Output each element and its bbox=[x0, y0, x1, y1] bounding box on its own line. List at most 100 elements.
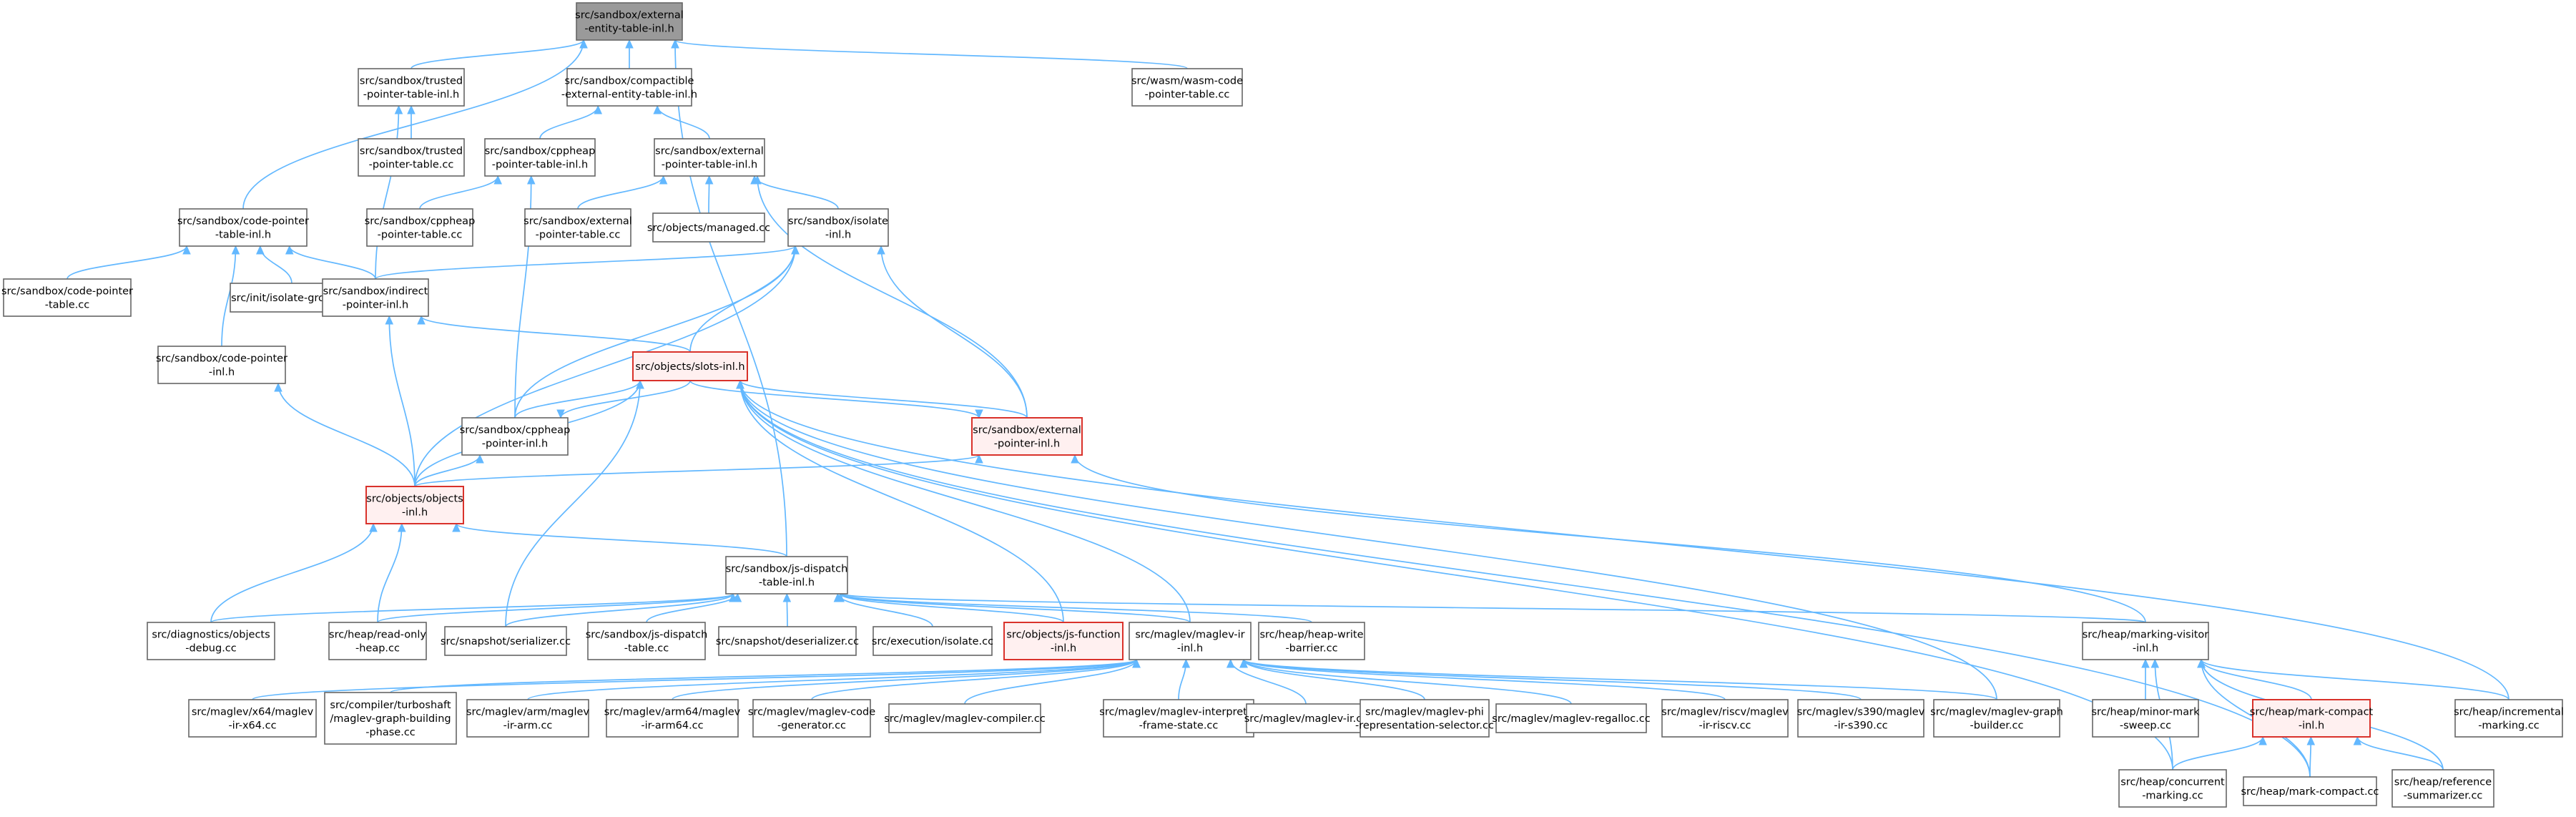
dependency-edge bbox=[672, 659, 1137, 700]
graph-node-ext-ptr-inl[interactable]: src/sandbox/external-pointer-inl.h bbox=[971, 417, 1083, 456]
node-box bbox=[654, 138, 765, 177]
node-box bbox=[725, 556, 848, 595]
edge-arrowhead bbox=[182, 245, 191, 255]
node-label-line: src/execution/isolate.cc bbox=[872, 636, 993, 647]
node-label-line: src/maglev/riscv/maglev bbox=[1661, 707, 1789, 718]
node-box bbox=[576, 2, 683, 41]
graph-node-trusted-ptr-tbl-cc[interactable]: src/sandbox/trusted-pointer-table.cc bbox=[358, 138, 465, 177]
graph-node-trusted-ptr-tbl-inl[interactable]: src/sandbox/trusted-pointer-table-inl.h bbox=[358, 68, 465, 107]
node-label-line: -table-inl.h bbox=[759, 577, 815, 589]
node-box bbox=[2454, 699, 2563, 738]
graph-node-heap-write-barrier[interactable]: src/heap/heap-write-barrier.cc bbox=[1258, 622, 1365, 660]
graph-node-maglev-ir-cc[interactable]: src/maglev/maglev-ir.cc bbox=[1244, 703, 1368, 733]
node-label-line: src/sandbox/trusted bbox=[360, 76, 463, 87]
graph-node-turboshaft-building[interactable]: src/compiler/turboshaft/maglev-graph-bui… bbox=[324, 692, 457, 745]
node-label-line: -builder.cc bbox=[1970, 720, 2024, 732]
node-box bbox=[179, 208, 308, 247]
graph-node-code-ptr-tbl-cc[interactable]: src/sandbox/code-pointer-table.cc bbox=[1, 278, 133, 317]
node-label-line: src/heap/mark-compact bbox=[2250, 707, 2374, 718]
node-label-line: src/heap/minor-mark bbox=[2092, 707, 2201, 718]
graph-node-compat-ext-ent-tbl[interactable]: src/sandbox/compactible-external-entity-… bbox=[561, 68, 697, 107]
graph-node-cppheap-ptr-inl[interactable]: src/sandbox/cppheap-pointer-inl.h bbox=[460, 417, 571, 456]
graph-node-slots-inl[interactable]: src/objects/slots-inl.h bbox=[632, 351, 748, 381]
dependency-edge bbox=[739, 380, 1191, 623]
graph-node-maglev-riscv[interactable]: src/maglev/riscv/maglev-ir-riscv.cc bbox=[1661, 699, 1789, 738]
node-label-line: src/sandbox/cppheap bbox=[485, 146, 596, 157]
graph-node-mark-compact-cc[interactable]: src/heap/mark-compact.cc bbox=[2241, 776, 2379, 806]
node-box bbox=[632, 351, 748, 381]
graph-node-js-dispatch-tbl-inl[interactable]: src/sandbox/js-dispatch-table-inl.h bbox=[725, 556, 848, 595]
graph-node-concurrent-marking[interactable]: src/heap/concurrent-marking.cc bbox=[2118, 769, 2227, 808]
graph-node-maglev-regalloc[interactable]: src/maglev/maglev-regalloc.cc bbox=[1492, 703, 1651, 733]
edge-arrowhead bbox=[636, 379, 644, 389]
graph-node-indirect-ptr-inl[interactable]: src/sandbox/indirect-pointer-inl.h bbox=[322, 278, 429, 317]
edge-arrowhead bbox=[753, 175, 762, 185]
node-label-line: src/snapshot/deserializer.cc bbox=[716, 636, 859, 647]
graph-node-ext-ptr-tbl-cc[interactable]: src/sandbox/external-pointer-table.cc bbox=[523, 208, 632, 247]
dependency-edge bbox=[414, 454, 481, 487]
node-label-line: src/sandbox/cppheap bbox=[365, 216, 476, 228]
node-label-line: src/diagnostics/objects bbox=[152, 630, 270, 641]
node-label-line: -ir-arm.cc bbox=[503, 720, 553, 732]
graph-node-maglev-codegen[interactable]: src/maglev/maglev-code-generator.cc bbox=[748, 699, 875, 738]
dependency-edge bbox=[657, 105, 710, 140]
graph-node-execution-isolate[interactable]: src/execution/isolate.cc bbox=[872, 626, 993, 656]
graph-node-wasm-code-ptr-tbl[interactable]: src/wasm/wasm-code-pointer-table.cc bbox=[1131, 68, 1243, 107]
graph-node-js-dispatch-tbl-cc[interactable]: src/sandbox/js-dispatch-table.cc bbox=[586, 622, 708, 660]
graph-node-diag-objects-debug[interactable]: src/diagnostics/objects-debug.cc bbox=[147, 622, 275, 660]
node-label-line: src/objects/js-function bbox=[1006, 630, 1120, 641]
node-label-line: src/wasm/wasm-code bbox=[1131, 76, 1243, 87]
graph-node-isolate-inl[interactable]: src/sandbox/isolate-inl.h bbox=[787, 208, 889, 247]
graph-node-maglev-graph-builder[interactable]: src/maglev/maglev-graph -builder.cc bbox=[1930, 699, 2063, 738]
graph-node-code-ptr-tbl-inl[interactable]: src/sandbox/code-pointer-table-inl.h bbox=[177, 208, 309, 247]
graph-node-maglev-arm64[interactable]: src/maglev/arm64/maglev-ir-arm64.cc bbox=[604, 699, 741, 738]
graph-node-heap-read-only[interactable]: src/heap/read-only-heap.cc bbox=[328, 622, 427, 660]
dependency-edge bbox=[840, 593, 1064, 623]
graph-node-minor-mark-sweep[interactable]: src/heap/minor-mark-sweep.cc bbox=[2092, 699, 2201, 738]
dependency-edge bbox=[210, 523, 374, 623]
node-label-line: src/maglev/maglev-graph bbox=[1930, 707, 2063, 718]
graph-node-code-ptr-inl[interactable]: src/sandbox/code-pointer-inl.h bbox=[156, 346, 287, 384]
graph-node-objects-managed[interactable]: src/objects/managed.cc bbox=[647, 212, 770, 243]
graph-node-maglev-compiler[interactable]: src/maglev/maglev-compiler.cc bbox=[884, 703, 1046, 733]
graph-node-maglev-ir-inl[interactable]: src/maglev/maglev-ir-inl.h bbox=[1129, 622, 1252, 660]
node-box bbox=[1103, 699, 1254, 738]
graph-node-objects-inl[interactable]: src/objects/objects-inl.h bbox=[365, 486, 464, 524]
edge-arrowhead bbox=[2150, 658, 2160, 668]
graph-node-js-function-inl[interactable]: src/objects/js-function-inl.h bbox=[1003, 622, 1124, 660]
node-label-line: src/sandbox/cppheap bbox=[460, 425, 571, 436]
graph-node-maglev-x64[interactable]: src/maglev/x64/maglev-ir-x64.cc bbox=[188, 699, 317, 738]
graph-node-maglev-arm[interactable]: src/maglev/arm/maglev-ir-arm.cc bbox=[466, 699, 589, 738]
graph-node-marking-visitor-inl[interactable]: src/heap/marking-visitor-inl.h bbox=[2082, 622, 2209, 660]
node-box bbox=[358, 138, 465, 177]
node-box bbox=[157, 346, 286, 384]
graph-node-snapshot-serializer[interactable]: src/snapshot/serializer.cc bbox=[441, 626, 571, 656]
edge-arrowhead bbox=[285, 245, 294, 255]
node-box bbox=[2243, 776, 2377, 806]
graph-node-snapshot-deserializer[interactable]: src/snapshot/deserializer.cc bbox=[716, 626, 859, 656]
graph-node-maglev-s390[interactable]: src/maglev/s390/maglev-ir-s390.cc bbox=[1797, 699, 1925, 738]
dependency-edge bbox=[421, 315, 691, 353]
dependency-edge bbox=[1243, 659, 1997, 700]
edge-arrowhead bbox=[1226, 658, 1235, 668]
node-label-line: src/sandbox/isolate bbox=[788, 216, 888, 228]
graph-node-incremental-marking[interactable]: src/heap/incremental-marking.cc bbox=[2454, 699, 2564, 738]
dependency-edge bbox=[277, 383, 416, 487]
edge-arrowhead bbox=[452, 522, 461, 532]
edge-arrowhead bbox=[791, 245, 800, 255]
node-label-line: src/maglev/maglev-ir.cc bbox=[1244, 713, 1368, 725]
graph-node-ext-ptr-tbl-inl[interactable]: src/sandbox/external-pointer-table-inl.h bbox=[654, 138, 765, 177]
graph-node-maglev-interp-frame[interactable]: src/maglev/maglev-interpreter-frame-stat… bbox=[1099, 699, 1258, 738]
graph-node-maglev-phi[interactable]: src/maglev/maglev-phi-representation-sel… bbox=[1355, 699, 1494, 738]
graph-node-cppheap-ptr-tbl-cc[interactable]: src/sandbox/cppheap-pointer-table.cc bbox=[365, 208, 476, 247]
node-box bbox=[3, 278, 132, 317]
dependency-edge bbox=[505, 593, 734, 627]
node-label-line: -ir-arm64.cc bbox=[641, 720, 703, 732]
dependency-edge bbox=[377, 523, 403, 623]
graph-node-cppheap-ptr-tbl-inl[interactable]: src/sandbox/cppheap-pointer-table-inl.h bbox=[484, 138, 596, 177]
node-label-line: -inl.h bbox=[1177, 643, 1203, 655]
graph-node-root[interactable]: src/sandbox/external-entity-table-inl.h bbox=[575, 2, 684, 41]
node-label-line: src/sandbox/external bbox=[523, 216, 632, 228]
graph-node-reference-summarizer[interactable]: src/heap/reference-summarizer.cc bbox=[2391, 769, 2494, 808]
graph-node-mark-compact-inl[interactable]: src/heap/mark-compact-inl.h bbox=[2250, 699, 2374, 738]
